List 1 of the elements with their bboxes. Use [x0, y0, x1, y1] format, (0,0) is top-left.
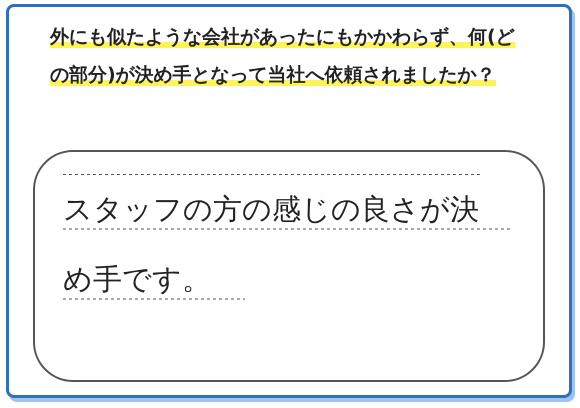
- answer-box: [33, 150, 545, 382]
